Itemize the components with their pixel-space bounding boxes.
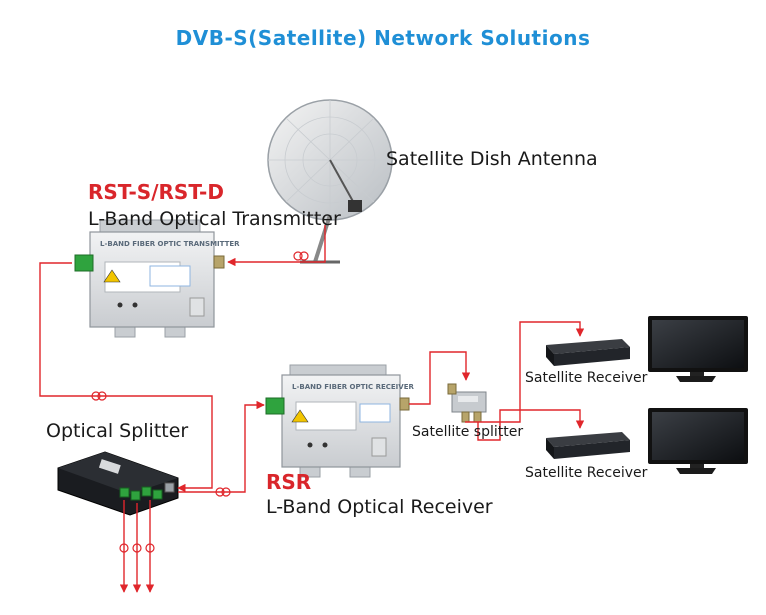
page-title: DVB-S(Satellite) Network Solutions [175,26,591,50]
satellite-receiver-box-2 [546,432,630,459]
satellite-dish-icon [267,99,393,264]
satellite-receiver-label-1: Satellite Receiver [525,370,648,386]
receiver-panel-text: L-BAND FIBER OPTIC RECEIVER [292,383,414,391]
fiber-coil-icons [91,251,309,553]
optical-splitter-device [57,451,179,516]
receiver-model-label: RSR [266,470,312,494]
receiver-label: L-Band Optical Receiver [266,496,493,518]
transmitter-model-label: RST-S/RST-D [88,180,224,204]
optical-splitter-label: Optical Splitter [46,420,189,442]
satellite-receiver-label-2: Satellite Receiver [525,465,648,481]
optical-receiver-device: L-BAND FIBER OPTIC RECEIVER [265,364,414,478]
signal-links [39,225,585,593]
satellite-receiver-box-1 [546,339,630,366]
transmitter-panel-text: L-BAND FIBER OPTIC TRANSMITTER [100,240,240,248]
tv-icon-1 [648,316,748,382]
satellite-splitter-device [447,383,487,423]
transmitter-label: L-Band Optical Transmitter [88,208,341,230]
dish-label: Satellite Dish Antenna [386,148,598,170]
satellite-splitter-label: Satellite splitter [412,424,524,440]
tv-icon-2 [648,408,748,474]
optical-transmitter-device: L-BAND FIBER OPTIC TRANSMITTER [74,219,240,338]
